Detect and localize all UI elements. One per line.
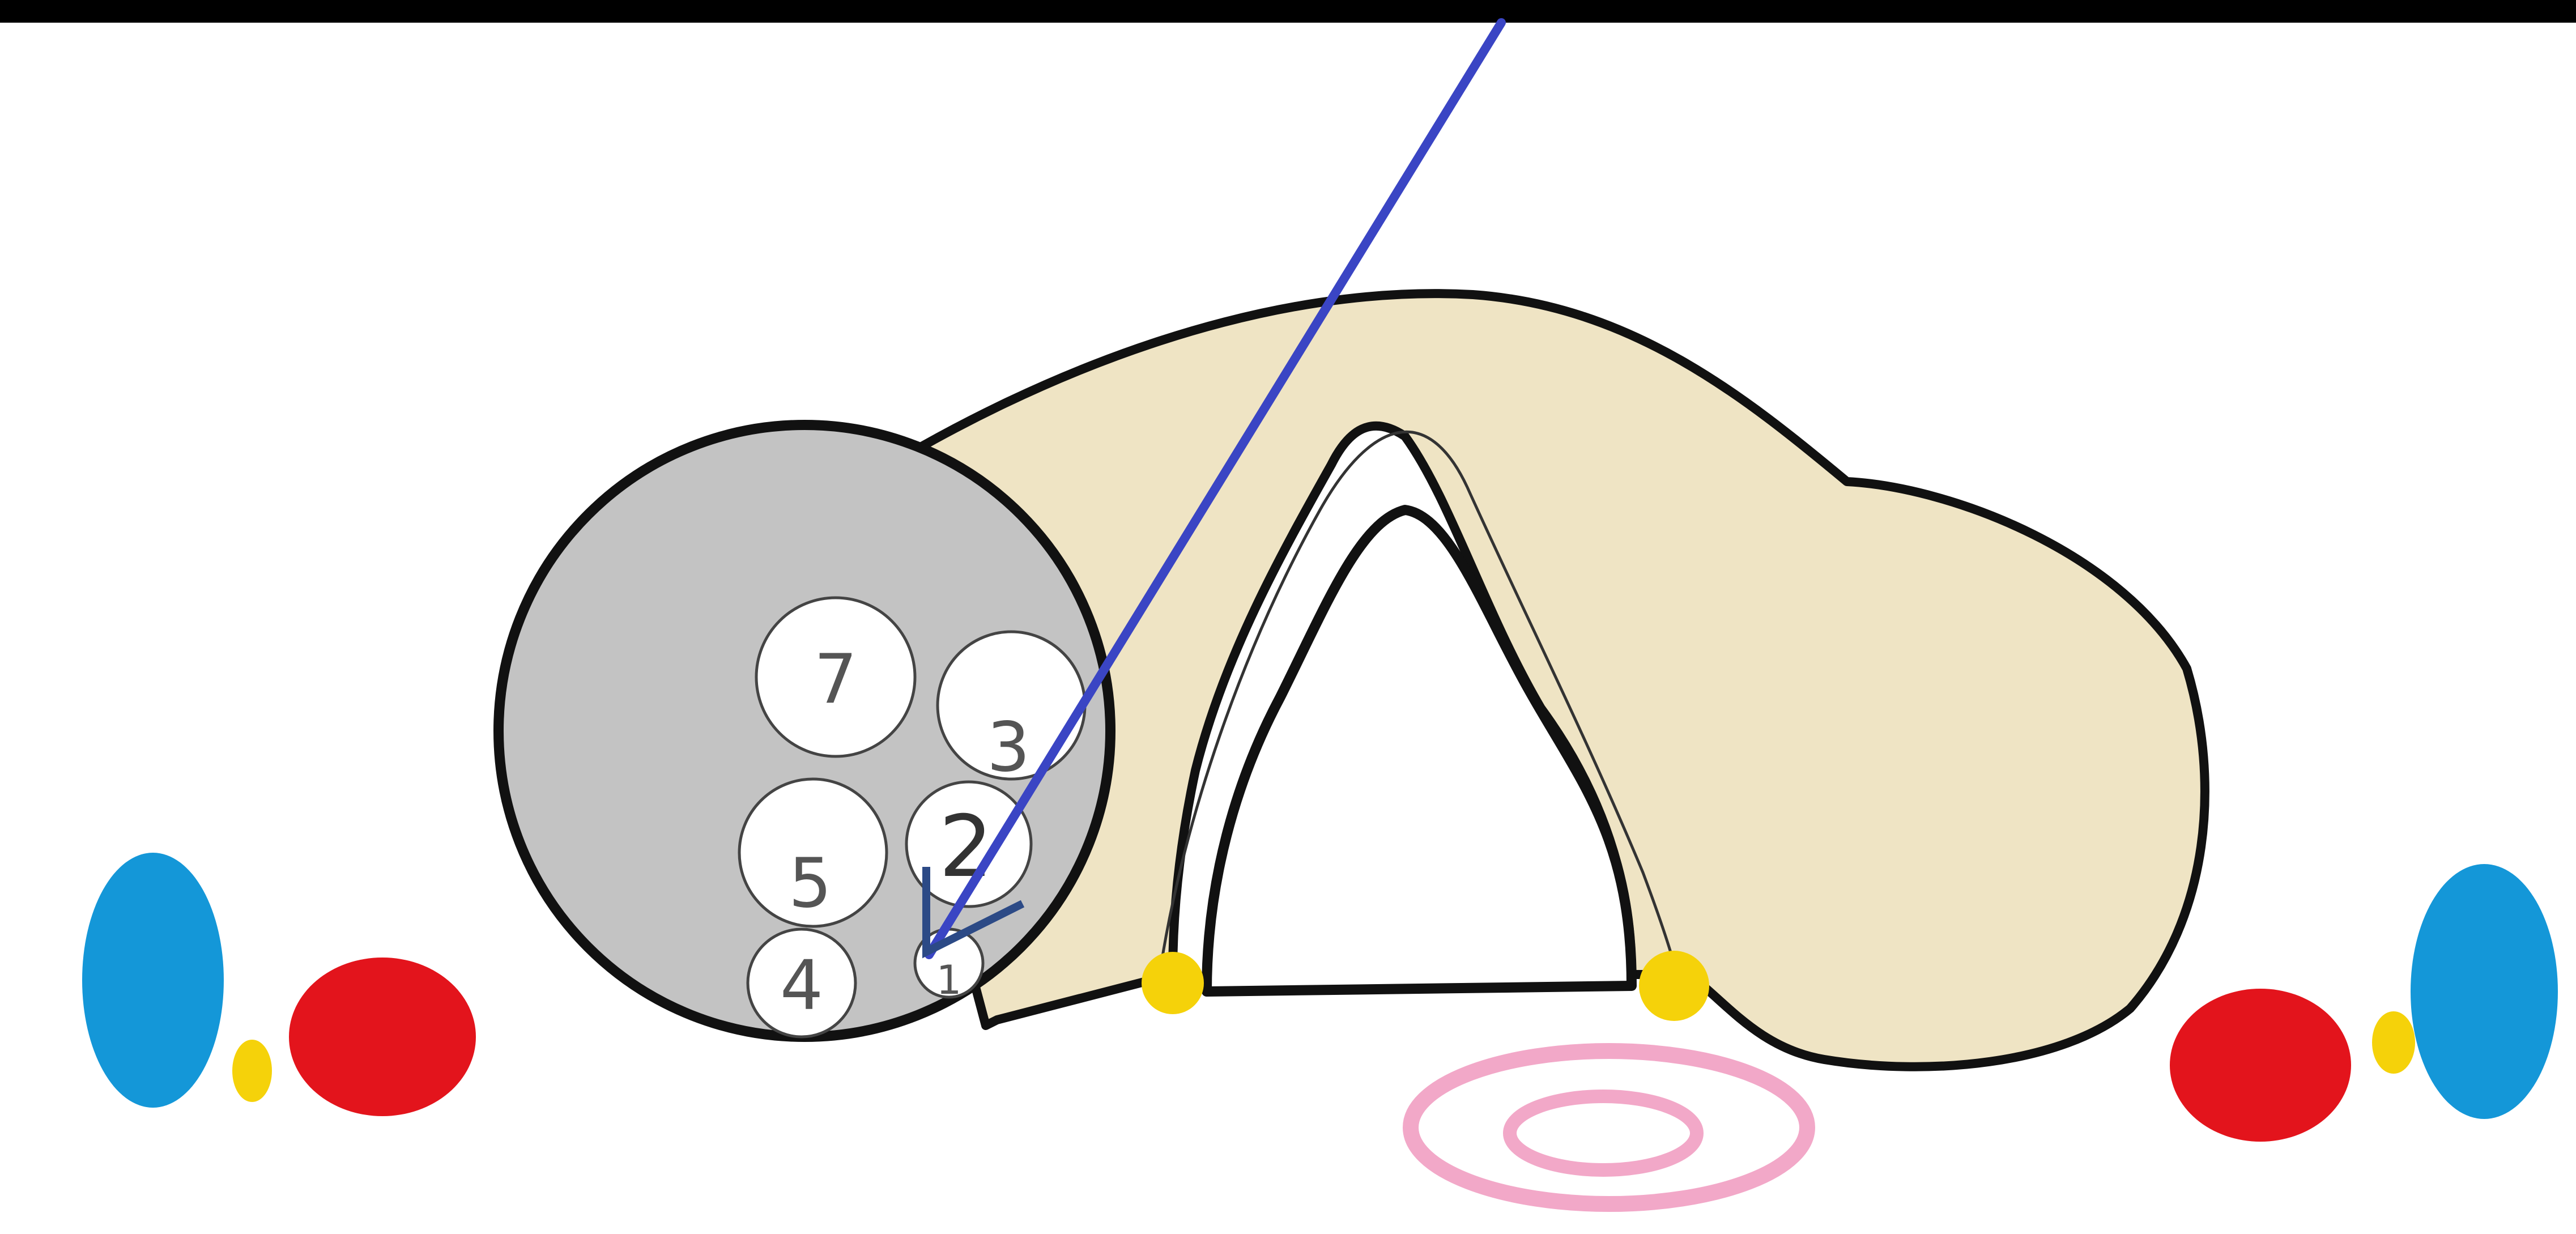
blue-blob-left [82,853,224,1108]
nerve-root-5: 5 [739,779,887,926]
label-1: 1 [936,957,962,1003]
yellow-dot-right [1639,951,1709,1021]
red-blob-left [289,958,476,1116]
blue-blob-right [2411,864,2558,1119]
red-blob-right [2170,989,2351,1142]
nerve-root-4: 4 [748,929,855,1037]
label-3: 3 [987,709,1030,788]
label-7: 7 [814,641,857,720]
nerve-root-7: 7 [756,598,915,756]
label-2: 2 [939,798,993,896]
label-4: 4 [780,947,823,1026]
yellow-blob-right [2372,1011,2415,1074]
label-5: 5 [789,845,832,924]
yellow-blob-left [232,1040,272,1102]
yellow-dot-left [1142,952,1204,1014]
